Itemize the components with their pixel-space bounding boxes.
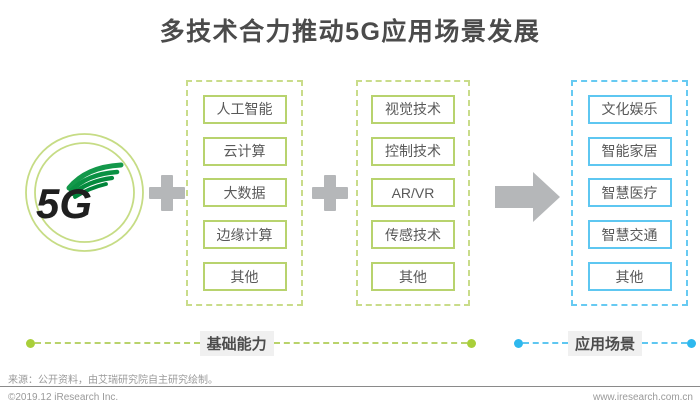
scenario-item: 其他 bbox=[587, 262, 672, 292]
application-scenario-bracket: 应用场景 bbox=[514, 330, 697, 356]
tech-column-basic-2: 视觉技术 控制技术 AR/VR 传感技术 其他 bbox=[356, 80, 470, 306]
group-label-scenario: 应用场景 bbox=[568, 330, 643, 356]
footer-divider bbox=[0, 386, 700, 387]
scenario-column: 文化娱乐 智能家居 智慧医疗 智慧交通 其他 bbox=[571, 80, 688, 306]
tech-item: 云计算 bbox=[202, 136, 287, 166]
tech-item: AR/VR bbox=[371, 178, 455, 208]
tech-item: 传感技术 bbox=[371, 220, 455, 250]
tech-item: 其他 bbox=[371, 262, 455, 292]
basic-capability-bracket: 基础能力 bbox=[26, 330, 476, 356]
tech-column-basic-1: 人工智能 云计算 大数据 边缘计算 其他 bbox=[186, 80, 303, 306]
tech-item: 边缘计算 bbox=[202, 220, 287, 250]
scenario-item: 智慧医疗 bbox=[587, 178, 672, 208]
5g-wing-icon bbox=[66, 162, 124, 199]
blue-dashed-line bbox=[523, 342, 568, 344]
group-label-basic: 基础能力 bbox=[199, 330, 274, 356]
green-dot-icon bbox=[26, 338, 35, 348]
tech-item: 视觉技术 bbox=[371, 94, 455, 124]
logo-5g-text: 5G bbox=[36, 180, 92, 227]
tech-item: 控制技术 bbox=[371, 136, 455, 166]
blue-dot-icon bbox=[687, 338, 697, 348]
green-dashed-line bbox=[35, 342, 200, 344]
plus-icon bbox=[149, 175, 185, 211]
green-dashed-line bbox=[273, 342, 467, 344]
blue-dot-icon bbox=[514, 338, 523, 348]
page-title: 多技术合力推动5G应用场景发展 bbox=[159, 18, 541, 46]
5g-logo-icon: 5G bbox=[25, 133, 144, 252]
website-url: www.iresearch.com.cn bbox=[592, 392, 693, 403]
copyright-text: ©2019.12 iResearch Inc. bbox=[8, 392, 119, 403]
arrow-right-icon bbox=[495, 172, 560, 222]
scenario-item: 智能家居 bbox=[587, 136, 672, 166]
blue-dashed-line bbox=[642, 342, 688, 344]
tech-item: 人工智能 bbox=[202, 94, 287, 124]
plus-icon bbox=[312, 175, 348, 211]
tech-item: 其他 bbox=[202, 262, 287, 292]
source-note: 来源：公开资料，由艾瑞研究院自主研究绘制。 bbox=[8, 375, 218, 386]
scenario-item: 文化娱乐 bbox=[587, 94, 672, 124]
scenario-item: 智慧交通 bbox=[587, 220, 672, 250]
tech-item: 大数据 bbox=[202, 178, 287, 208]
green-dot-icon bbox=[467, 338, 476, 348]
